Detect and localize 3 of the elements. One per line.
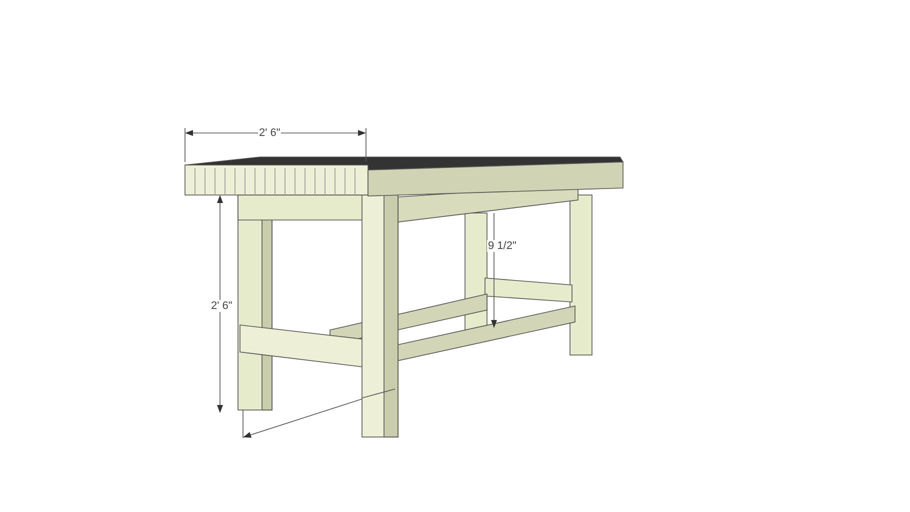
dimension-label: 2' 6" xyxy=(258,127,282,139)
dimension-label: 2' 6" xyxy=(210,300,234,312)
dimension-label: 9 1/2" xyxy=(487,240,518,252)
